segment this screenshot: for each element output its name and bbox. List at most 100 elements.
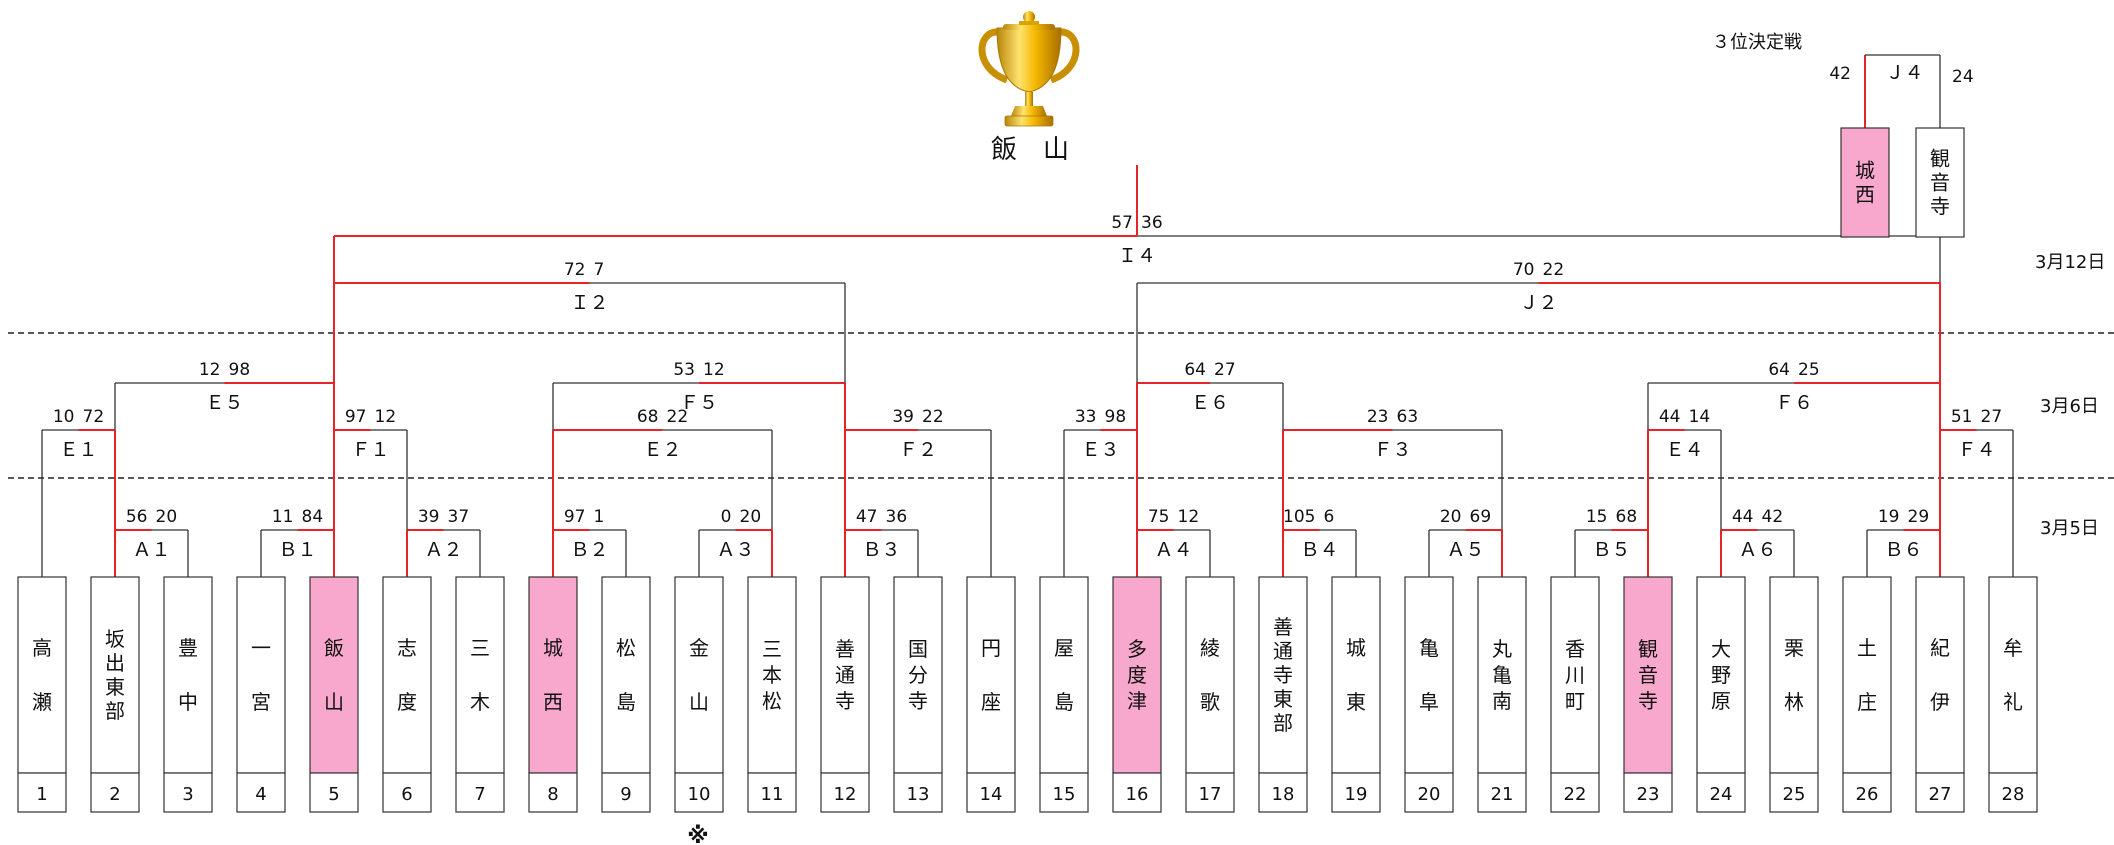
- match-left-score: 15: [1586, 507, 1608, 527]
- team-name-box: [309, 576, 359, 774]
- match-label: Ｊ２: [1519, 292, 1557, 314]
- team-number-box: [1696, 772, 1746, 813]
- match-label: Ａ１: [132, 539, 170, 561]
- team-number-box: [382, 772, 432, 813]
- team-name-box: [601, 576, 651, 774]
- team-name-box: [1988, 576, 2038, 774]
- match-right-score: 20: [740, 507, 762, 527]
- team-name-box: [674, 576, 724, 774]
- team-name-box: [1112, 576, 1162, 774]
- team-number-box: [1331, 772, 1381, 813]
- team-number: 2: [109, 784, 120, 805]
- match-left-score: 33: [1075, 407, 1097, 427]
- team-name: 土庄: [1857, 636, 1877, 714]
- team-name: 三木: [470, 636, 490, 714]
- third-place-team-name: 観音寺: [1930, 147, 1950, 219]
- team-name-box: [17, 576, 67, 774]
- team-number-box: [1623, 772, 1673, 813]
- team-boxes: 高瀬1坂出東部2豊中3一宮4飯山5志度6三木7城西8松島9金山10三本松11善通…: [17, 576, 2038, 813]
- team-name-box: [1185, 576, 1235, 774]
- team-number: 23: [1637, 784, 1660, 805]
- team-number: 12: [834, 784, 857, 805]
- team-number: 9: [620, 784, 631, 805]
- team-number: 6: [401, 784, 412, 805]
- match-label: Ｂ６: [1884, 539, 1922, 561]
- team-name-box: [1331, 576, 1381, 774]
- trophy-icon: [978, 11, 1080, 127]
- team-name: 豊中: [178, 636, 198, 714]
- match-right-score: 63: [1397, 407, 1419, 427]
- team-number: 19: [1345, 784, 1368, 805]
- match-label: Ｂ２: [570, 539, 608, 561]
- team-name-box: [1696, 576, 1746, 774]
- match-label: Ｂ３: [862, 539, 900, 561]
- match-right-score: 84: [302, 507, 324, 527]
- match-right-score: 68: [1616, 507, 1638, 527]
- team-name: 善通寺東部: [1273, 615, 1293, 735]
- team-number-box: [1915, 772, 1965, 813]
- match-right-score: 22: [922, 407, 944, 427]
- match-label: Ｅ１: [59, 439, 97, 461]
- team-number-box: [1404, 772, 1454, 813]
- match-left-score: 68: [637, 407, 659, 427]
- match-right-score: 27: [1981, 407, 2003, 427]
- team-name: 三本松: [762, 637, 782, 713]
- match-right-score: 12: [375, 407, 397, 427]
- team-number-box: [1988, 772, 2038, 813]
- team-name-box: [1769, 576, 1819, 774]
- match-label: Ｆ１: [351, 439, 389, 461]
- team-name-box: [1477, 576, 1527, 774]
- team-entry: 高瀬1: [17, 576, 67, 813]
- team-number: 10: [688, 784, 711, 805]
- team-name: 観音寺: [1638, 637, 1658, 713]
- match-left-score: 12: [199, 360, 221, 380]
- third-place-team-box: [1840, 127, 1890, 238]
- team-name: 亀阜: [1419, 636, 1439, 714]
- team-number: 18: [1272, 784, 1295, 805]
- match-left-score: 53: [673, 360, 695, 380]
- match-left-score: 64: [1768, 360, 1790, 380]
- team-name-box: [1039, 576, 1089, 774]
- third-place-right-score: 24: [1952, 67, 1974, 87]
- team-number-box: [1185, 772, 1235, 813]
- team-name-box: [382, 576, 432, 774]
- team-name-box: [893, 576, 943, 774]
- team-entry: 城西8: [528, 576, 578, 813]
- match-label: Ｅ２: [643, 439, 681, 461]
- match-label: Ａ３: [716, 539, 754, 561]
- match-left-score: 39: [418, 507, 440, 527]
- match-right-score: 25: [1798, 360, 1820, 380]
- third-place-team-box: [1915, 127, 1965, 238]
- team-number-box: [601, 772, 651, 813]
- match-right-score: 37: [448, 507, 470, 527]
- match-label: Ｂ５: [1592, 539, 1630, 561]
- match-left-score: 64: [1184, 360, 1206, 380]
- team-number: 7: [474, 784, 485, 805]
- team-name: 金山: [689, 636, 709, 714]
- match-label: Ａ５: [1446, 539, 1484, 561]
- team-number: 4: [255, 784, 266, 805]
- team-name-box: [236, 576, 286, 774]
- team-number: 15: [1053, 784, 1076, 805]
- match-label: Ｆ４: [1957, 439, 1995, 461]
- team-entry: 観音寺 23: [1623, 576, 1673, 813]
- team-number-box: [1550, 772, 1600, 813]
- team-name: 牟礼: [2003, 636, 2023, 714]
- match-left-score: 105: [1283, 507, 1315, 527]
- match-right-score: 72: [83, 407, 105, 427]
- match-label: Ｉ２: [570, 292, 608, 314]
- match-right-score: 98: [1105, 407, 1127, 427]
- team-number: 25: [1783, 784, 1806, 805]
